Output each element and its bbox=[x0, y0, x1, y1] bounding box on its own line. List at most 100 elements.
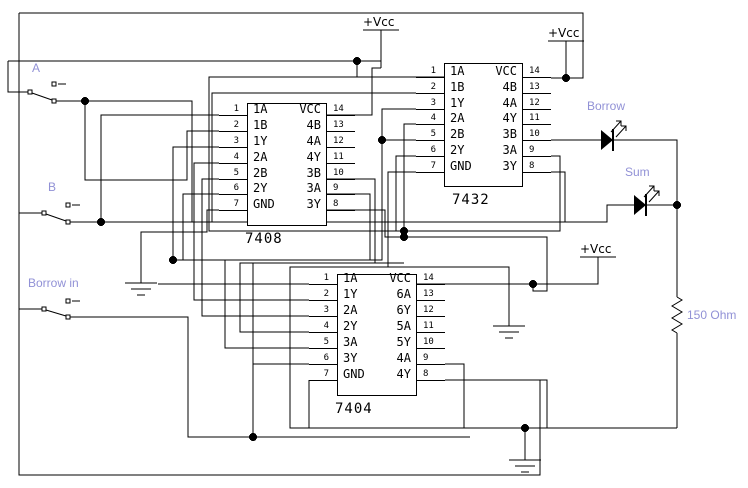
pin-label: 6Y bbox=[396, 303, 411, 317]
pin-stub bbox=[309, 348, 337, 349]
led-emission-arrows bbox=[610, 120, 627, 138]
pin-label: GND bbox=[450, 159, 472, 173]
pin-label: 1B bbox=[253, 118, 268, 132]
pin-number: 2 bbox=[430, 82, 436, 92]
pin-number: 12 bbox=[423, 305, 434, 315]
ground-symbol bbox=[125, 282, 541, 473]
borrow-in-label: Borrow in bbox=[28, 276, 79, 290]
pin-label: 3A bbox=[306, 181, 321, 195]
ic-body-7432[interactable] bbox=[444, 63, 523, 187]
pin-stub bbox=[219, 179, 247, 180]
pin-stub bbox=[219, 115, 247, 116]
pin-number: 3 bbox=[323, 305, 329, 315]
pin-label: 2A bbox=[253, 150, 268, 164]
pin-number: 5 bbox=[323, 337, 329, 347]
pin-number: 11 bbox=[423, 321, 434, 331]
pin-label: 2A bbox=[450, 111, 465, 125]
pin-label: 2A bbox=[343, 303, 358, 317]
pin-stub bbox=[309, 380, 337, 381]
wires bbox=[7, 12, 678, 476]
pin-number: 13 bbox=[423, 289, 434, 299]
pin-number: 14 bbox=[529, 66, 540, 76]
pin-label: 4Y bbox=[396, 367, 411, 381]
ic-name-7432: 7432 bbox=[452, 192, 490, 208]
pin-stub bbox=[309, 364, 337, 365]
pin-number: 11 bbox=[333, 152, 344, 162]
sum-led-label: Sum bbox=[625, 165, 650, 179]
pin-number: 12 bbox=[529, 98, 540, 108]
pin-label: 1Y bbox=[450, 96, 465, 110]
pin-number: 4 bbox=[233, 152, 239, 162]
pin-number: 2 bbox=[233, 120, 239, 130]
pin-stub bbox=[523, 109, 551, 110]
pin-number: 14 bbox=[423, 273, 434, 283]
pin-number: 8 bbox=[423, 369, 429, 379]
pin-stub bbox=[417, 284, 445, 285]
ic-name-7408: 7408 bbox=[245, 231, 283, 247]
pin-stub bbox=[327, 179, 355, 180]
switch-borrow-in[interactable] bbox=[41, 298, 80, 320]
pin-stub bbox=[417, 364, 445, 365]
pin-number: 1 bbox=[323, 273, 329, 283]
pin-stub bbox=[523, 140, 551, 141]
ic-name-7404: 7404 bbox=[335, 401, 373, 417]
borrow-led-label: Borrow bbox=[587, 99, 626, 113]
pin-label: VCC bbox=[299, 102, 321, 116]
pin-number: 12 bbox=[333, 136, 344, 146]
pin-stub bbox=[219, 147, 247, 148]
pin-stub bbox=[416, 124, 444, 125]
pin-number: 14 bbox=[333, 104, 344, 114]
vcc-label: +Vcc bbox=[363, 15, 395, 29]
pin-label: 1A bbox=[253, 102, 268, 116]
pin-number: 4 bbox=[323, 321, 329, 331]
pin-stub bbox=[523, 172, 551, 173]
pin-label: 3Y bbox=[502, 159, 517, 173]
ic-body-7404[interactable] bbox=[337, 274, 417, 396]
pin-number: 7 bbox=[430, 161, 436, 171]
pin-stub bbox=[219, 194, 247, 195]
pin-number: 11 bbox=[529, 113, 540, 123]
vcc-label: +Vcc bbox=[548, 26, 580, 40]
pin-label: 4A bbox=[502, 96, 517, 110]
input-b-label: B bbox=[48, 180, 57, 194]
pin-stub bbox=[417, 380, 445, 381]
pin-number: 8 bbox=[333, 199, 339, 209]
pin-stub bbox=[219, 210, 247, 211]
pin-number: 3 bbox=[233, 136, 239, 146]
borrow-led[interactable] bbox=[601, 120, 627, 151]
pin-number: 1 bbox=[233, 104, 239, 114]
switch-b[interactable] bbox=[41, 202, 80, 225]
pin-number: 10 bbox=[529, 129, 540, 139]
pin-label: 4A bbox=[306, 134, 321, 148]
pin-stub bbox=[523, 124, 551, 125]
pin-stub bbox=[309, 332, 337, 333]
pin-stub bbox=[417, 348, 445, 349]
pin-number: 13 bbox=[529, 82, 540, 92]
pin-label: 2Y bbox=[450, 143, 465, 157]
pin-number: 10 bbox=[333, 168, 344, 178]
sum-led[interactable] bbox=[634, 185, 660, 216]
switch-a[interactable] bbox=[27, 81, 66, 104]
resistor-150ohm[interactable] bbox=[671, 296, 683, 334]
pin-stub bbox=[417, 316, 445, 317]
pin-stub bbox=[416, 156, 444, 157]
pin-label: 3A bbox=[343, 335, 358, 349]
pin-number: 5 bbox=[233, 168, 239, 178]
pin-stub bbox=[327, 147, 355, 148]
pin-label: 2B bbox=[253, 166, 268, 180]
ic-body-7408[interactable] bbox=[247, 103, 327, 226]
pin-label: 4Y bbox=[306, 150, 321, 164]
pin-label: 5Y bbox=[396, 335, 411, 349]
pin-label: 1B bbox=[450, 80, 465, 94]
pin-stub bbox=[219, 131, 247, 132]
pin-label: 4B bbox=[502, 80, 517, 94]
pin-number: 9 bbox=[529, 145, 535, 155]
pin-stub bbox=[327, 163, 355, 164]
pin-label: 2B bbox=[450, 127, 465, 141]
pin-stub bbox=[309, 316, 337, 317]
pin-label: 5A bbox=[396, 319, 411, 333]
pin-label: 4A bbox=[396, 351, 411, 365]
pin-label: 1Y bbox=[253, 134, 268, 148]
